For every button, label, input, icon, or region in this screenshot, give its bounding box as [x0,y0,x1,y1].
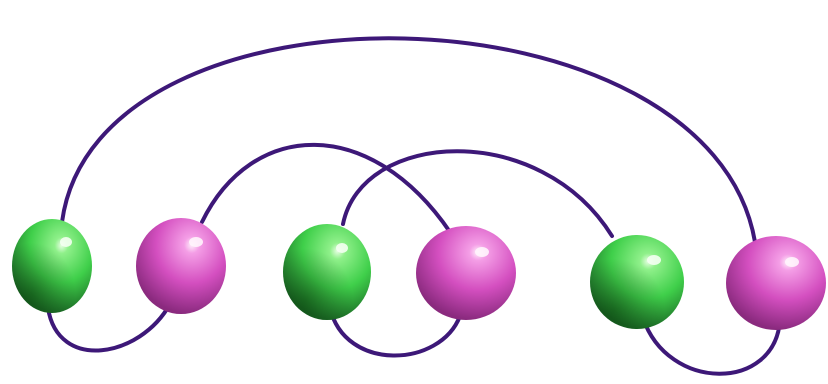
bead-5-green [590,235,684,329]
bead-2-pink [136,218,226,314]
bead-1-green [12,219,92,313]
bead-group [12,218,826,330]
bottom-link-1-2 [48,304,170,351]
bead-6-pink [726,236,826,330]
bottom-link-3-4 [330,308,460,356]
top-link-group [62,38,755,242]
bead-4-pink [416,226,516,320]
top-link-1-6 [62,38,755,242]
bead-3-green [283,224,371,320]
